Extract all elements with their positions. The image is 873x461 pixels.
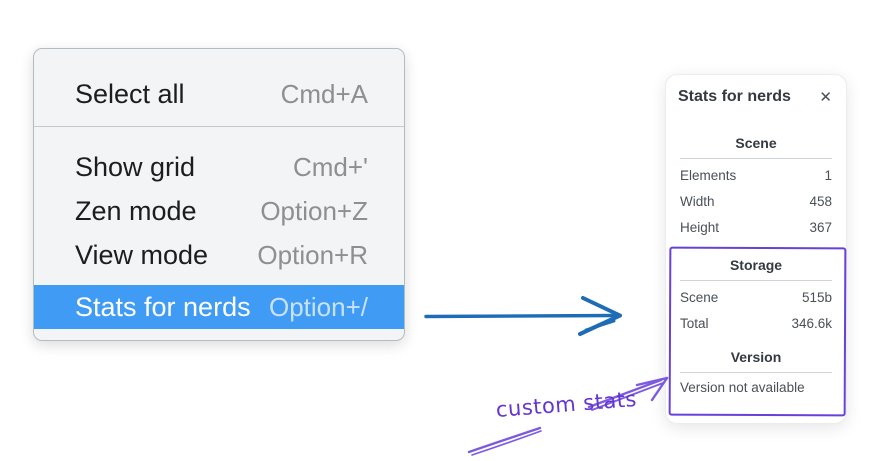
menu-item-zen-mode[interactable]: Zen mode Option+Z bbox=[34, 189, 404, 233]
stat-row-total-storage: Total 346.6k bbox=[678, 311, 834, 337]
stat-label: Elements bbox=[680, 168, 737, 183]
section-header-storage: Storage bbox=[729, 257, 783, 273]
section-divider bbox=[680, 280, 832, 281]
stat-row-elements: Elements 1 bbox=[678, 163, 834, 189]
stat-row-height: Height 367 bbox=[678, 215, 834, 241]
menu-item-label: View mode bbox=[75, 239, 209, 270]
menu-item-label: Zen mode bbox=[75, 195, 197, 226]
section-header-version: Version bbox=[730, 349, 782, 365]
stat-label: Total bbox=[680, 316, 709, 331]
stat-value: 1 bbox=[824, 168, 832, 183]
stat-label: Height bbox=[680, 220, 720, 235]
context-menu: Select all Cmd+A Show grid Cmd+' Zen mod… bbox=[33, 48, 405, 341]
version-note: Version not available bbox=[680, 380, 805, 395]
close-icon: ✕ bbox=[819, 88, 832, 106]
annotation-arrow-icon bbox=[467, 376, 669, 456]
stats-panel-header: Stats for nerds ✕ bbox=[678, 87, 834, 107]
menu-item-stats-for-nerds[interactable]: Stats for nerds Option+/ bbox=[34, 285, 404, 329]
menu-item-label: Show grid bbox=[75, 151, 196, 182]
section-header-scene: Scene bbox=[735, 135, 777, 151]
menu-item-select-all[interactable]: Select all Cmd+A bbox=[34, 62, 404, 126]
menu-item-label: Select all bbox=[75, 78, 185, 109]
stat-label: Width bbox=[680, 194, 715, 209]
stats-panel: Stats for nerds ✕ Scene Elements 1 Width… bbox=[665, 74, 847, 424]
menu-item-show-grid[interactable]: Show grid Cmd+' bbox=[34, 145, 404, 189]
stat-value: 515b bbox=[801, 290, 832, 305]
menu-item-shortcut: Option+R bbox=[257, 239, 368, 270]
menu-item-label: Stats for nerds bbox=[75, 291, 251, 322]
stat-row-scene-storage: Scene 515b bbox=[678, 285, 834, 311]
menu-item-shortcut: Option+Z bbox=[260, 195, 368, 226]
stats-panel-title: Stats for nerds bbox=[678, 88, 791, 105]
section-divider bbox=[680, 372, 832, 373]
stat-row-width: Width 458 bbox=[678, 189, 834, 215]
stat-label: Scene bbox=[680, 290, 719, 305]
menu-divider bbox=[34, 126, 404, 127]
menu-item-shortcut: Option+/ bbox=[268, 291, 368, 322]
section-divider bbox=[680, 158, 832, 159]
stat-value: 458 bbox=[809, 194, 832, 209]
menu-group-spacer bbox=[34, 127, 404, 145]
menu-item-shortcut: Cmd+A bbox=[280, 78, 368, 109]
stat-value: 367 bbox=[809, 220, 832, 235]
menu-item-shortcut: Cmd+' bbox=[292, 151, 368, 182]
menu-item-view-mode[interactable]: View mode Option+R bbox=[34, 233, 404, 277]
flow-arrow-icon bbox=[424, 296, 622, 336]
stat-value: 346.6k bbox=[791, 316, 832, 331]
close-button[interactable]: ✕ bbox=[817, 87, 834, 107]
